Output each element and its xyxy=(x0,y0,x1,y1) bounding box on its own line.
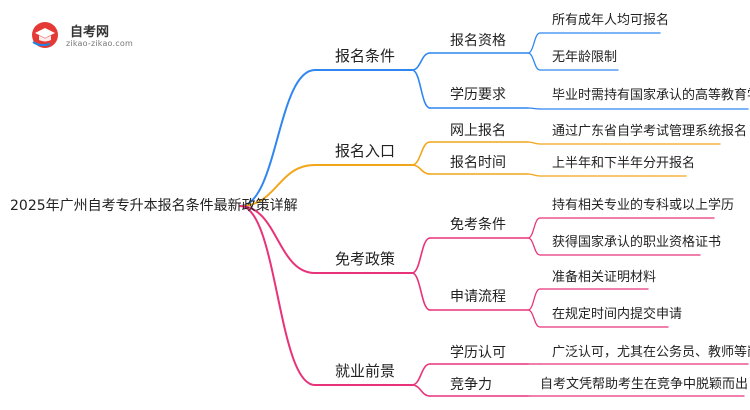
leaf-prepare-documents[interactable]: 准备相关证明材料 xyxy=(552,270,657,285)
leaf-link xyxy=(527,173,541,177)
logo-domain: zikao-zikao.com xyxy=(66,39,133,48)
leaf-link xyxy=(527,52,541,71)
subtopic-link xyxy=(411,237,431,274)
subtopic-link xyxy=(411,69,431,109)
topic-registration-conditions[interactable]: 报名条件 xyxy=(335,47,396,65)
branch-link xyxy=(239,69,316,207)
leaf-link xyxy=(527,32,541,54)
subtopic-link xyxy=(411,164,431,175)
graduation-cap-icon xyxy=(32,22,58,48)
subtopic-online-registration[interactable]: 网上报名 xyxy=(450,123,506,139)
branch-link xyxy=(239,164,316,207)
leaf-link xyxy=(527,309,541,328)
subtopic-degree-recognition[interactable]: 学历认可 xyxy=(450,345,506,361)
topic-registration-entry[interactable]: 报名入口 xyxy=(335,142,396,160)
topic-employment-prospects[interactable]: 就业前景 xyxy=(335,362,396,380)
leaf-link xyxy=(527,288,541,311)
leaf-link xyxy=(527,237,541,256)
site-logo[interactable]: 自考网 zikao-zikao.com xyxy=(30,18,150,54)
topic-exemption-policy[interactable]: 免考政策 xyxy=(335,250,396,268)
logo-name: 自考网 xyxy=(70,25,110,40)
subtopic-eligibility[interactable]: 报名资格 xyxy=(450,33,506,49)
leaf-vocational-certificate[interactable]: 获得国家承认的职业资格证书 xyxy=(552,235,722,250)
subtopic-link xyxy=(411,272,431,311)
branch-link xyxy=(239,205,316,386)
subtopic-exemption-conditions[interactable]: 免考条件 xyxy=(450,217,506,233)
subtopic-link xyxy=(411,363,431,386)
subtopic-link xyxy=(411,141,431,166)
leaf-online-system[interactable]: 通过广东省自学考试管理系统报名 xyxy=(552,124,748,139)
branch-link xyxy=(239,205,316,274)
subtopic-registration-time[interactable]: 报名时间 xyxy=(450,155,506,171)
leaf-link xyxy=(527,141,541,145)
leaf-all-adults[interactable]: 所有成年人均可报名 xyxy=(552,13,670,28)
leaf-submit-on-time[interactable]: 在规定时间内提交申请 xyxy=(552,307,683,322)
leaf-link xyxy=(527,107,541,110)
leaf-no-age-limit[interactable]: 无年龄限制 xyxy=(552,50,618,65)
subtopic-education-requirement[interactable]: 学历要求 xyxy=(450,87,506,103)
subtopic-link xyxy=(411,384,431,397)
leaf-stand-out[interactable]: 自考文凭帮助考生在竞争中脱颖而出 xyxy=(540,377,749,392)
subtopic-link xyxy=(411,52,431,71)
root-topic[interactable]: 2025年广州自考专升本报名条件最新政策详解 xyxy=(10,198,298,214)
leaf-related-diploma[interactable]: 持有相关专业的专科或以上学历 xyxy=(552,198,735,213)
leaf-widely-recognized[interactable]: 广泛认可，尤其在公务员、教师等岗位 xyxy=(552,345,750,360)
leaf-semester-registration[interactable]: 上半年和下半年分开报名 xyxy=(552,156,696,171)
subtopic-application-process[interactable]: 申请流程 xyxy=(450,289,506,305)
subtopic-competitiveness[interactable]: 竞争力 xyxy=(450,377,492,393)
leaf-higher-education-degree[interactable]: 毕业时需持有国家承认的高等教育学历 xyxy=(552,88,750,103)
leaf-link xyxy=(527,217,541,239)
